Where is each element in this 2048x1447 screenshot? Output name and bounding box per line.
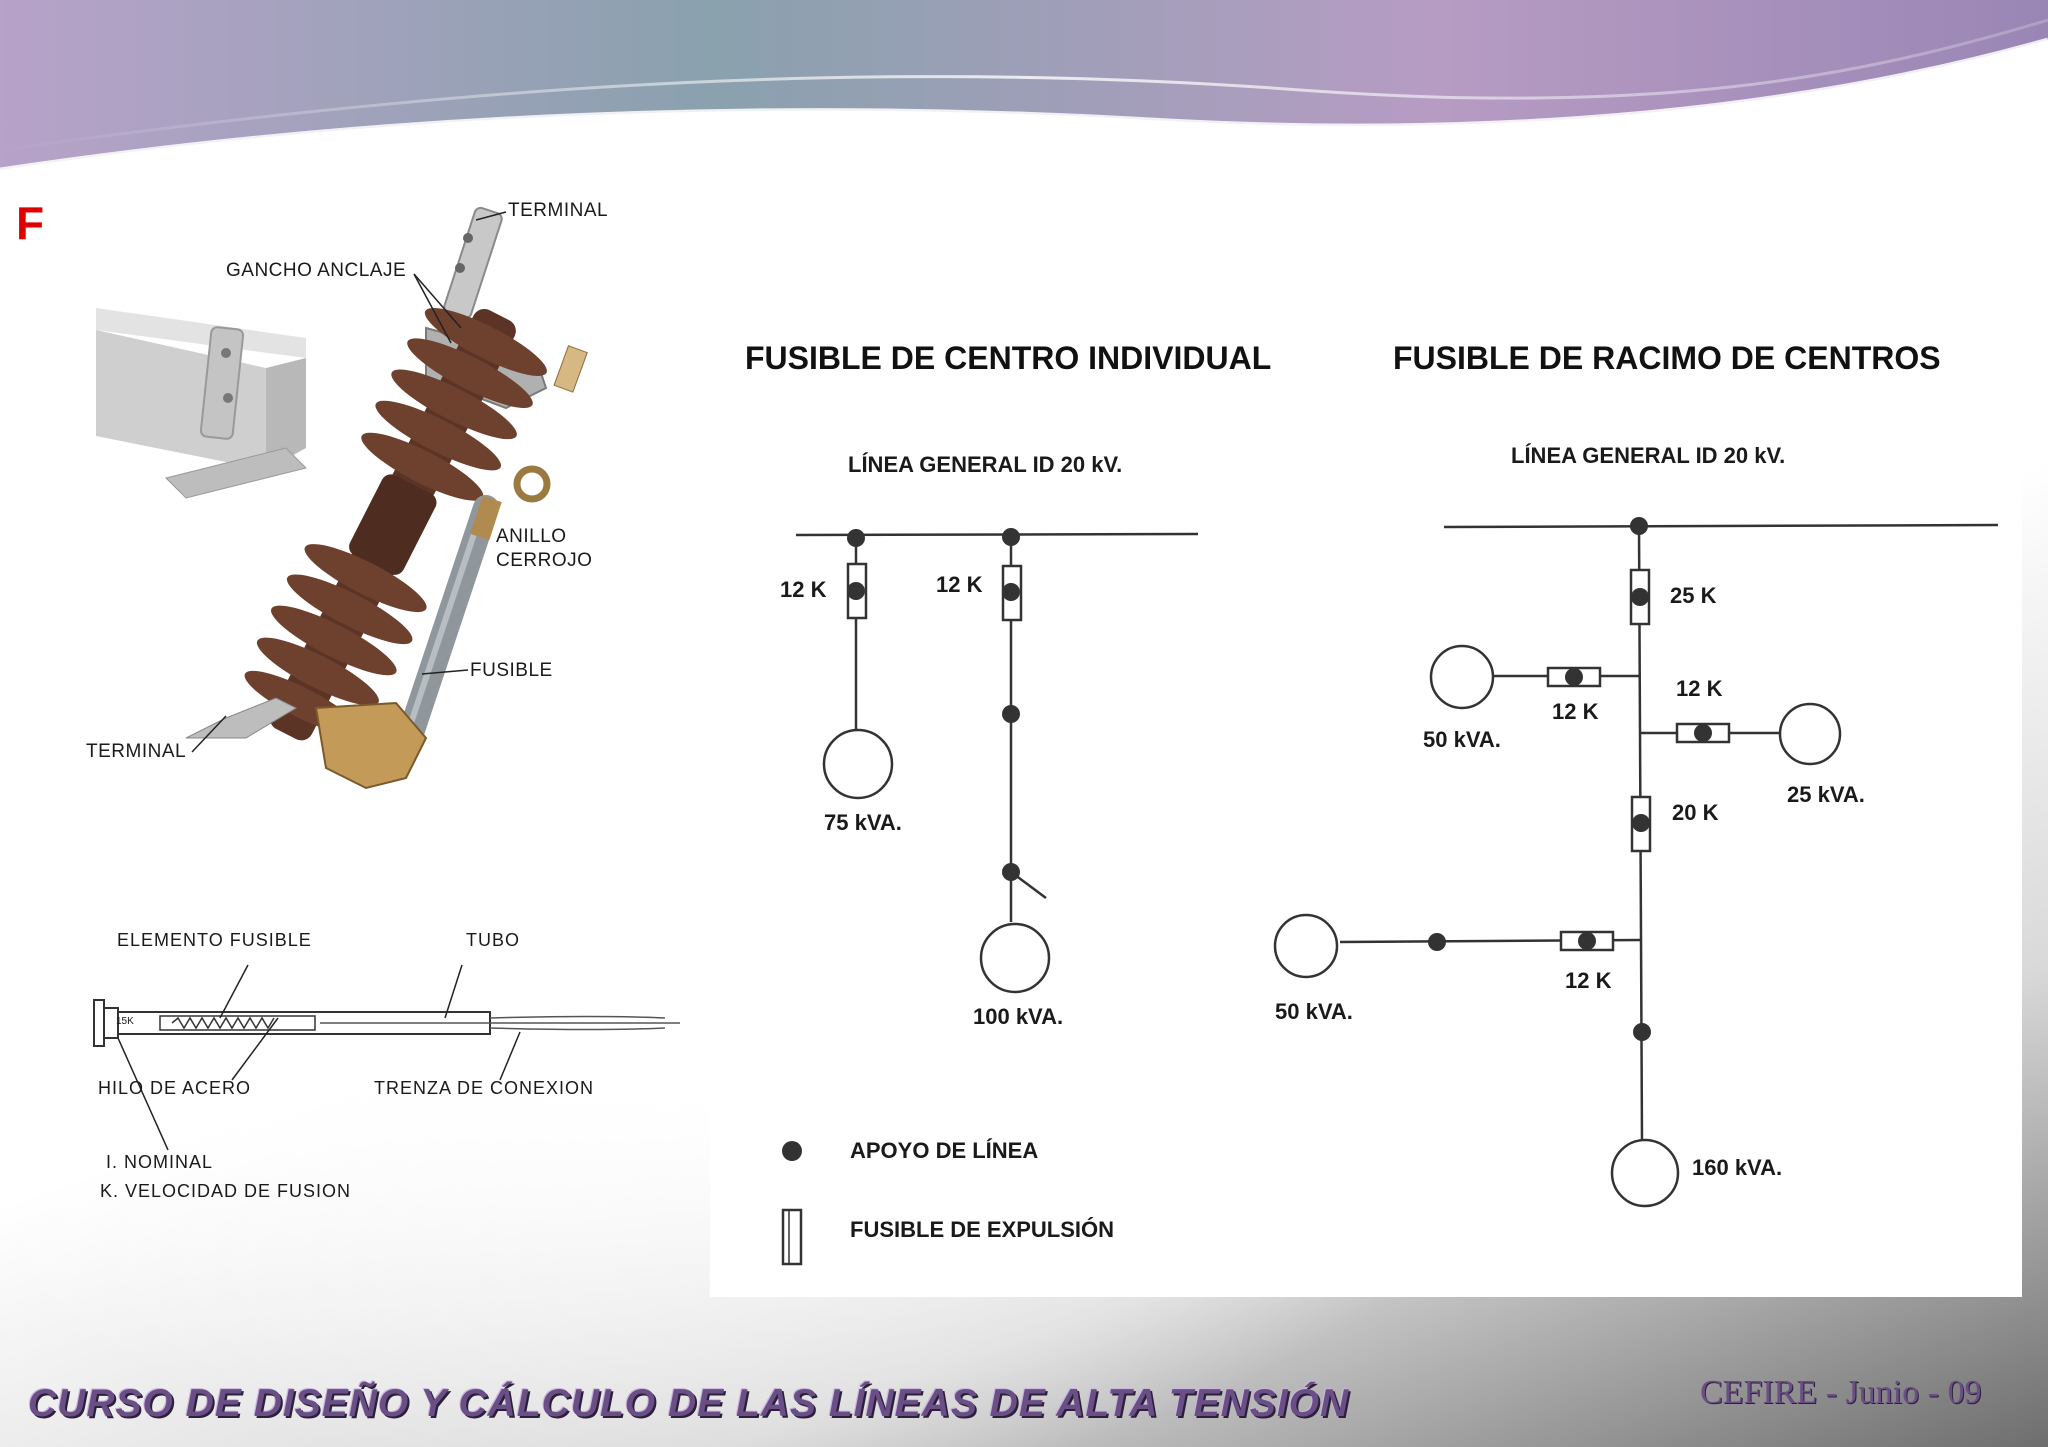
footer-course-title: CURSO DE DISEÑO Y CÁLCULO DE LAS LÍNEAS …: [28, 1382, 1350, 1425]
racimo-main-fuse-rating: 25 K: [1670, 583, 1717, 608]
racimo-mid-fuse-rating: 20 K: [1672, 800, 1719, 825]
legend-apoyo-label: APOYO DE LÍNEA: [850, 1138, 1039, 1163]
racimo-transformer-right1-kva: 25 kVA.: [1787, 782, 1865, 807]
individual-fuse1-rating: 12 K: [780, 577, 827, 602]
racimo-title: FUSIBLE DE RACIMO DE CENTROS: [1393, 340, 1941, 376]
label-terminal-bottom: TERMINAL: [86, 741, 187, 762]
racimo-left2-fuse-rating: 12 K: [1565, 968, 1612, 993]
label-velocidad-fusion: K. VELOCIDAD DE FUSION: [100, 1181, 352, 1201]
racimo-transformer-left1-kva: 50 kVA.: [1423, 727, 1501, 752]
label-nominal: I. NOMINAL: [106, 1152, 214, 1172]
racimo-transformer-left2-kva: 50 kVA.: [1275, 999, 1353, 1024]
racimo-left1-fuse-rating: 12 K: [1552, 699, 1599, 724]
individual-transformer1-kva: 75 kVA.: [824, 810, 902, 835]
individual-fuse2-rating: 12 K: [936, 572, 983, 597]
fuse-element-diagram: ELEMENTO FUSIBLE TUBO 15K HILO DE ACERO …: [80, 930, 680, 1220]
label-terminal-top: TERMINAL: [508, 200, 609, 221]
distribution-diagrams-panel: FUSIBLE DE CENTRO INDIVIDUAL LÍNEA GENER…: [710, 312, 2022, 1297]
individual-line-label: LÍNEA GENERAL ID 20 kV.: [848, 452, 1123, 477]
label-anillo: ANILLO: [496, 526, 567, 547]
legend-symbols: [781, 1141, 803, 1266]
individual-diagram: [795, 528, 1199, 994]
label-cerrojo: CERROJO: [496, 550, 593, 571]
label-tubo: TUBO: [466, 930, 521, 950]
individual-transformer2-kva: 100 kVA.: [973, 1004, 1064, 1029]
label-rating-tag: 15K: [116, 1016, 134, 1027]
racimo-transformer-bottom-kva: 160 kVA.: [1692, 1155, 1783, 1180]
label-trenza-de-conexion: TRENZA DE CONEXION: [374, 1078, 595, 1098]
cutout-photo-panel: TERMINAL GANCHO ANCLAJE ANILLO CERROJO F…: [66, 178, 656, 818]
callout-lines: [191, 211, 507, 753]
cutout-fuse-illustration: [96, 206, 588, 790]
label-elemento-fusible: ELEMENTO FUSIBLE: [117, 930, 312, 950]
fuse-link-drawing: [93, 964, 680, 1151]
slide-title: F: [16, 197, 47, 249]
legend-fusible-label: FUSIBLE DE EXPULSIÓN: [850, 1217, 1115, 1242]
footer-date: CEFIRE - Junio - 09: [1700, 1374, 1982, 1411]
racimo-right1-fuse-rating: 12 K: [1676, 676, 1723, 701]
label-hilo-de-acero: HILO DE ACERO: [98, 1078, 252, 1098]
individual-title: FUSIBLE DE CENTRO INDIVIDUAL: [745, 340, 1272, 376]
header-wave-decoration: [0, 0, 2048, 173]
label-gancho-anclaje: GANCHO ANCLAJE: [226, 260, 407, 281]
racimo-diagram: [1273, 517, 1999, 1208]
racimo-line-label: LÍNEA GENERAL ID 20 kV.: [1511, 443, 1786, 468]
label-fusible: FUSIBLE: [470, 660, 553, 681]
single-line-diagrams: [781, 517, 1999, 1266]
